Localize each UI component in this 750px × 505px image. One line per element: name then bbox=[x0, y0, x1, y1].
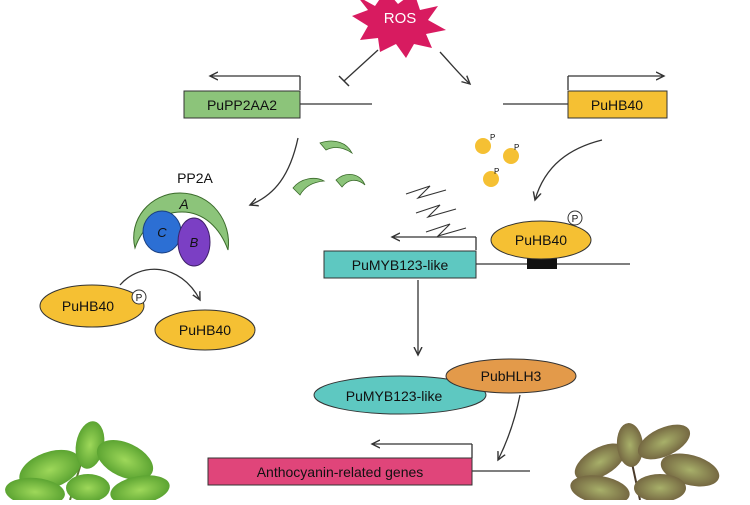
pp2aa2-to-pp2a-arrow bbox=[250, 137, 299, 205]
lightning-bolt-3 bbox=[425, 223, 467, 238]
myb-protein-ellipse bbox=[313, 375, 487, 415]
phosphate-dot-1 bbox=[475, 138, 491, 154]
ros-label: ROS bbox=[384, 10, 417, 27]
phospho-left-label: P bbox=[136, 293, 143, 304]
pp2a-subunit-c-label: C bbox=[157, 225, 167, 240]
phospho-left-circle bbox=[131, 289, 147, 305]
pp2aa2-gene-box bbox=[183, 90, 301, 119]
hb40-phospho-left-ellipse bbox=[39, 284, 145, 328]
pp2a-label: PP2A bbox=[177, 170, 213, 186]
phospho-right-label: P bbox=[572, 214, 579, 225]
phosphate-dot-2 bbox=[503, 148, 519, 164]
dephosphorylation-arrow bbox=[119, 268, 200, 300]
antho-gene-box bbox=[207, 457, 473, 486]
pp2a-subunit-b-label: B bbox=[190, 235, 199, 250]
green-plant-image bbox=[5, 421, 170, 505]
pp2aa2-gene-label: PuPP2AA2 bbox=[207, 97, 277, 113]
hb40-phospho-left-label: PuHB40 bbox=[62, 298, 114, 314]
hb40-binding-site bbox=[527, 258, 557, 269]
bhlh-protein-ellipse bbox=[445, 358, 577, 394]
phosphate-dot-1-label: P bbox=[490, 133, 495, 142]
hb40-phospho-right-label: PuHB40 bbox=[515, 232, 567, 248]
phosphate-dot-3 bbox=[483, 171, 499, 187]
red-plant-image bbox=[570, 423, 720, 505]
phosphate-dot-3-label: P bbox=[494, 167, 499, 176]
crescent-protein-3 bbox=[335, 174, 366, 188]
myb-gene-box bbox=[323, 250, 477, 279]
lightning-bolt-2 bbox=[415, 204, 457, 219]
hb40-to-protein-arrow bbox=[535, 139, 603, 200]
lightning-bolt-1 bbox=[405, 185, 447, 200]
inhibit-bar bbox=[338, 75, 350, 87]
hb40-gene-label: PuHB40 bbox=[591, 97, 643, 113]
hb40-gene-box bbox=[567, 90, 668, 119]
hb40-left-label: PuHB40 bbox=[179, 322, 231, 338]
ros-star bbox=[352, 0, 446, 58]
antho-gene-label: Anthocyanin-related genes bbox=[257, 464, 424, 480]
ros-activate-arrow bbox=[439, 51, 470, 84]
ros-inhibit-line bbox=[343, 49, 379, 82]
crescent-protein-1 bbox=[319, 140, 354, 155]
myb-gene-label: PuMYB123-like bbox=[352, 257, 449, 273]
crescent-protein-2 bbox=[292, 177, 326, 196]
hb40-phospho-right-ellipse bbox=[490, 220, 592, 260]
bhlh-protein-label: PubHLH3 bbox=[481, 368, 542, 384]
myb-protein-label: PuMYB123-like bbox=[346, 388, 443, 404]
hb40-left-ellipse bbox=[154, 309, 256, 351]
pp2a-subunit-a-label: A bbox=[178, 196, 188, 212]
phosphate-dot-2-label: P bbox=[514, 143, 519, 152]
complex-to-antho-arrow bbox=[498, 394, 521, 460]
pp2a-subunit-b bbox=[177, 217, 211, 267]
phospho-right-circle bbox=[567, 210, 583, 226]
